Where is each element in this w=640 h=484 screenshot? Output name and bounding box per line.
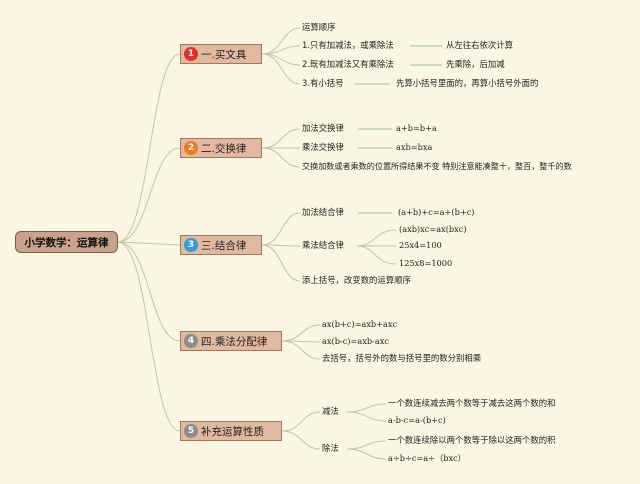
item-detail[interactable]: 一个数连续除以两个数等于除以这两个数的积 — [388, 435, 556, 445]
topic-label: 一.买文具 — [201, 48, 247, 61]
root-title: 小学数学：运算律 — [24, 236, 109, 249]
item-detail[interactable]: (a+b)+c=a+(b+c) — [398, 207, 475, 217]
topic-label: 补充运算性质 — [201, 425, 264, 438]
item-text[interactable]: ax(b-c)=axb-axc — [322, 336, 389, 346]
item-detail[interactable]: axb=bxa — [396, 142, 433, 152]
item-text[interactable]: ax(b+c)=axb+axc — [322, 319, 398, 329]
topic-5[interactable]: 5 补充运算性质 — [180, 421, 282, 441]
item-text[interactable]: 去括号，括号外的数与括号里的数分别相乘 — [322, 353, 482, 363]
item-text[interactable]: 乘法结合律 — [302, 240, 344, 250]
item-detail[interactable]: 25x4=100 — [399, 240, 442, 250]
item-detail[interactable]: a-b-c=a-(b+c) — [388, 415, 446, 425]
topic-label: 四.乘法分配律 — [201, 335, 268, 348]
item-text[interactable]: 2.既有加减法又有乘除法 — [302, 59, 394, 69]
item-text[interactable]: 1.只有加减法，或乘除法 — [302, 40, 394, 50]
topic-3[interactable]: 3 三.结合律 — [180, 235, 262, 255]
item-text[interactable]: 运算顺序 — [302, 22, 336, 32]
item-detail[interactable]: a+b=b+a — [396, 123, 437, 133]
topic-1[interactable]: 1 一.买文具 — [180, 44, 262, 64]
number-badge-icon: 5 — [184, 424, 198, 438]
root-topic[interactable]: 小学数学：运算律 — [15, 231, 118, 253]
item-detail[interactable]: 一个数连续减去两个数等于减去这两个数的和 — [388, 398, 556, 408]
item-text[interactable]: 加法交换律 — [302, 123, 344, 133]
item-detail[interactable]: 125x8=1000 — [399, 258, 453, 268]
item-text[interactable]: 交换加数或者乘数的位置所得结果不变 特别注意能凑整十，整百，整千的数 — [302, 161, 572, 171]
number-badge-icon: 3 — [184, 238, 198, 252]
topic-label: 二.交换律 — [201, 142, 247, 155]
item-detail[interactable]: 从左往右依次计算 — [446, 40, 513, 50]
item-text[interactable]: 添上括号，改变数的运算顺序 — [302, 275, 411, 285]
number-badge-icon: 1 — [184, 47, 198, 61]
item-detail[interactable]: 先算小括号里面的，再算小括号外面的 — [396, 78, 539, 88]
number-badge-icon: 4 — [184, 334, 198, 348]
topic-label: 三.结合律 — [201, 239, 247, 252]
item-text[interactable]: 3.有小括号 — [302, 78, 344, 88]
item-detail[interactable]: 先乘除，后加减 — [446, 59, 505, 69]
item-text[interactable]: 减法 — [322, 406, 339, 416]
number-badge-icon: 2 — [184, 141, 198, 155]
item-detail[interactable]: (axb)xc=ax(bxc) — [399, 224, 467, 234]
item-text[interactable]: 除法 — [322, 443, 339, 453]
item-detail[interactable]: a÷b÷c=a÷（bxc） — [388, 453, 466, 463]
item-text[interactable]: 加法结合律 — [302, 207, 344, 217]
item-text[interactable]: 乘法交换律 — [302, 142, 344, 152]
topic-4[interactable]: 4 四.乘法分配律 — [180, 331, 282, 351]
topic-2[interactable]: 2 二.交换律 — [180, 138, 262, 158]
